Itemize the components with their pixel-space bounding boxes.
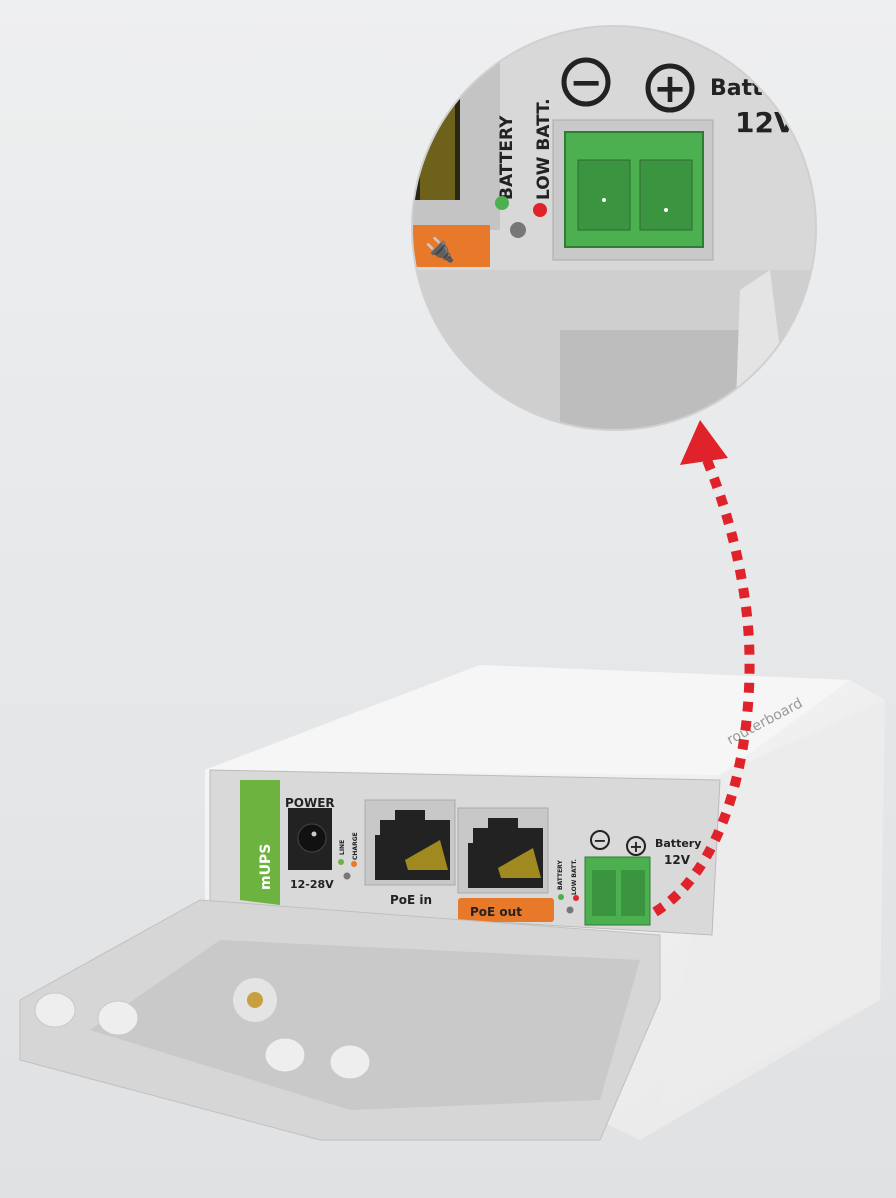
led-line-label: LINE bbox=[339, 840, 346, 855]
device: routerboard mUPS POWER 12-28V LINE CHARG… bbox=[19, 665, 885, 1141]
arrow-head-icon bbox=[680, 420, 728, 465]
mups-label: mUPS bbox=[258, 844, 274, 890]
screw-insert bbox=[247, 992, 263, 1008]
device-voltage-label: 12V bbox=[664, 853, 691, 867]
poe-out-label: PoE out bbox=[470, 905, 522, 919]
device-plus-icon bbox=[626, 836, 646, 856]
led-indicator bbox=[510, 222, 526, 238]
battery-led bbox=[495, 196, 509, 210]
battery-terminal-block bbox=[564, 131, 704, 248]
led-charge-label: CHARGE bbox=[352, 832, 359, 860]
plus-icon bbox=[645, 63, 695, 113]
power-label: POWER bbox=[285, 796, 335, 810]
device-battery-label: Battery bbox=[655, 837, 701, 850]
led-battery-label: BATTERY bbox=[497, 115, 517, 200]
device-led-battery-label: BATTERY bbox=[557, 860, 564, 890]
led-low-batt-label: LOW BATT. bbox=[534, 98, 554, 200]
zoom-circle: 🔌 − + Batt 12V BATTERY LOW BATT. bbox=[411, 25, 817, 431]
callout-arrow bbox=[652, 420, 755, 917]
line-led bbox=[338, 859, 344, 865]
plug-icon: 🔌 bbox=[425, 236, 455, 264]
low-batt-led bbox=[533, 203, 547, 217]
device-led-low-batt-label: LOW BATT. bbox=[571, 859, 578, 895]
power-voltage-label: 12-28V bbox=[290, 878, 334, 891]
device-plus-symbol: + bbox=[629, 837, 642, 856]
device-minus-symbol: − bbox=[593, 831, 606, 850]
charge-led bbox=[351, 861, 357, 867]
minus-icon bbox=[561, 57, 611, 107]
poe-out-tab bbox=[412, 225, 490, 267]
minus-symbol: − bbox=[569, 60, 603, 106]
poe-in-label: PoE in bbox=[390, 893, 432, 907]
device-minus-icon bbox=[590, 830, 610, 850]
plus-symbol: + bbox=[653, 66, 687, 112]
mups-label-panel bbox=[240, 780, 280, 905]
